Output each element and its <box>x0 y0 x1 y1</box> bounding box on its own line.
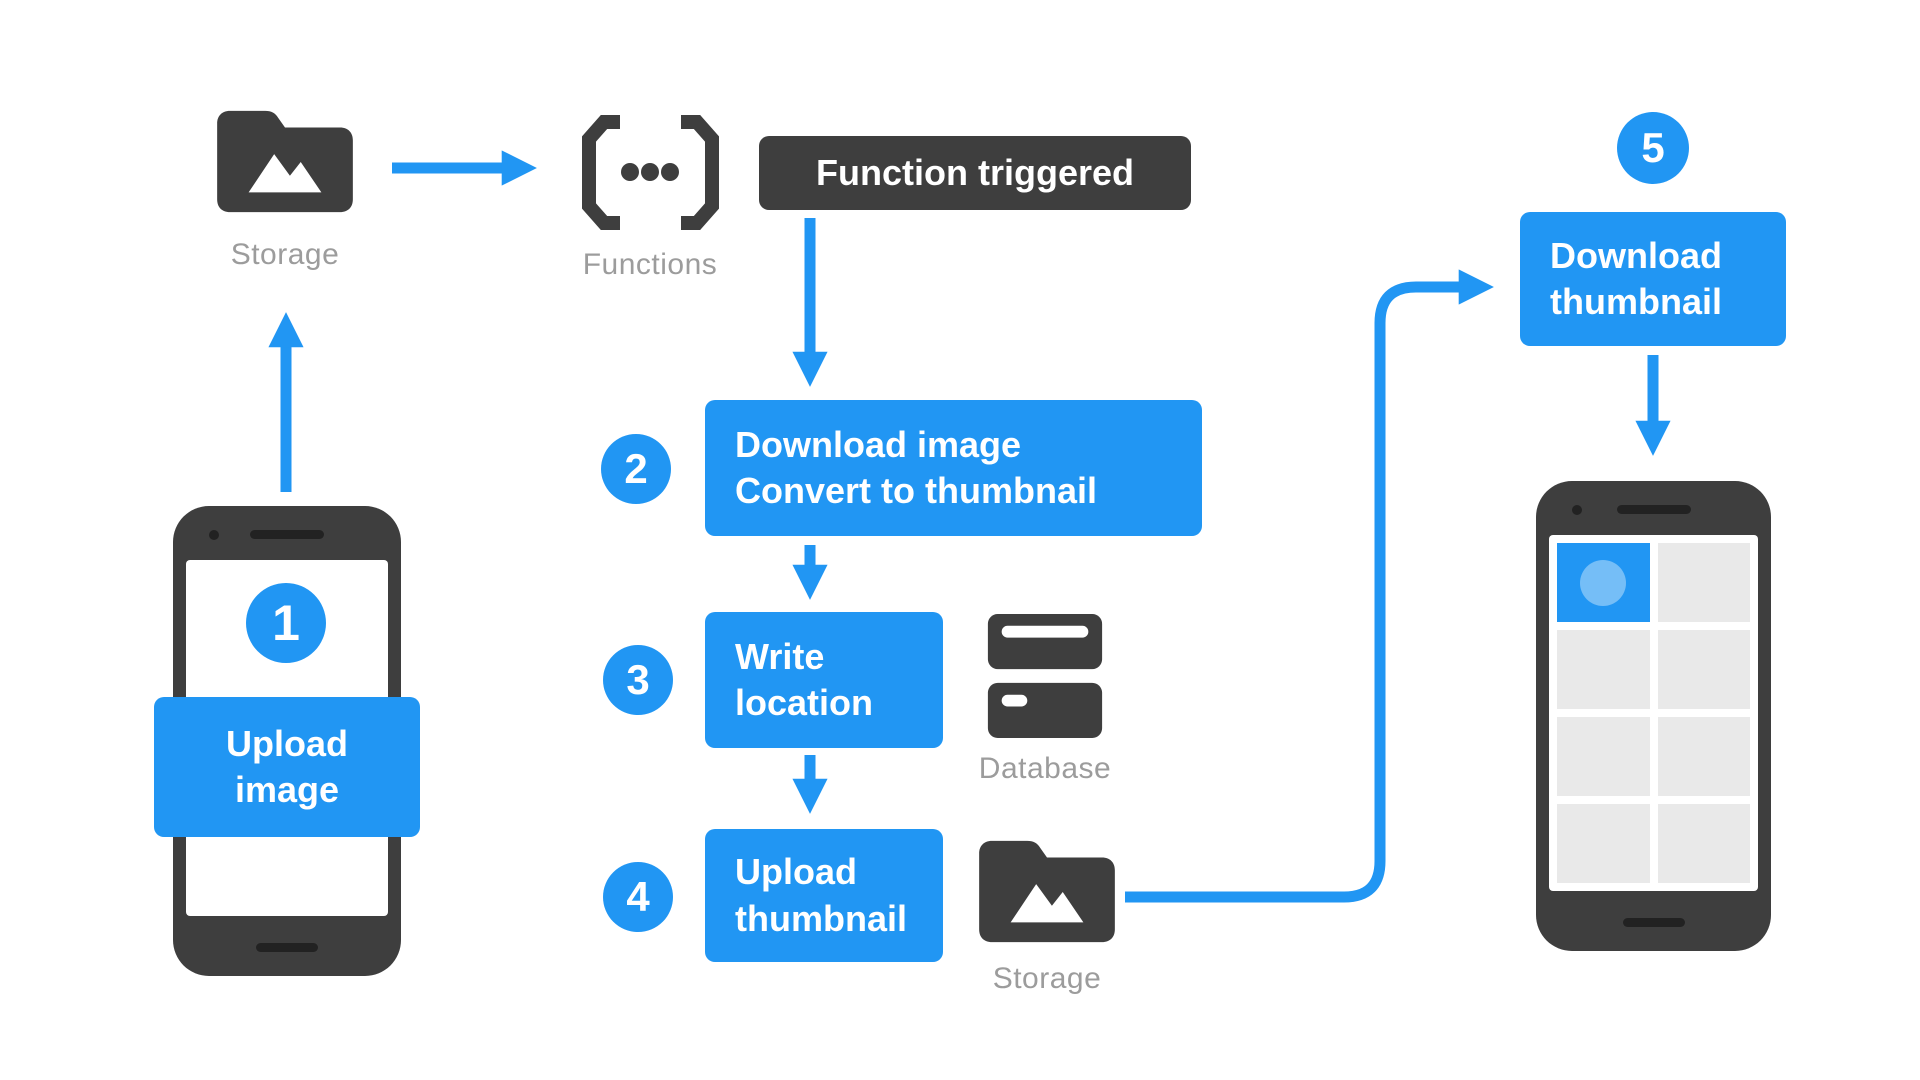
functions-label: Functions <box>582 248 718 281</box>
storage-folder-icon <box>210 100 360 218</box>
step-2-line-2: Convert to thumbnail <box>735 470 1097 511</box>
function-triggered-label: Function triggered <box>816 152 1134 193</box>
thumbnail-tile-selected <box>1557 543 1650 622</box>
step-1-line-1: Upload <box>226 722 348 764</box>
phone-home-button <box>256 943 318 952</box>
step-5-line-2: thumbnail <box>1550 281 1722 322</box>
phone-camera-icon <box>1572 505 1582 515</box>
storage-top-label: Storage <box>230 238 340 271</box>
photo-tile <box>1557 717 1650 796</box>
photo-tile <box>1657 717 1750 796</box>
step-3-box: Write location <box>705 612 943 748</box>
step-3-badge: 3 <box>603 645 673 715</box>
step-4-line-1: Upload <box>735 851 857 893</box>
photo-tile <box>1657 543 1750 622</box>
database-icon <box>985 612 1105 740</box>
step-1-badge: 1 <box>246 583 326 663</box>
arrow-storage-to-download <box>1125 269 1494 903</box>
storage-bottom-label: Storage <box>992 962 1102 995</box>
step-4-box: Upload thumbnail <box>705 829 943 962</box>
photo-tile <box>1557 630 1650 709</box>
step-2-line-1: Download image <box>735 423 1022 465</box>
step-3-line-2: location <box>735 682 874 723</box>
photo-grid <box>1557 543 1750 883</box>
photo-tile <box>1657 630 1750 709</box>
step-2-badge: 2 <box>601 434 671 504</box>
functions-icon <box>578 110 723 235</box>
step-5-line-1: Download <box>1550 234 1722 276</box>
photo-tile <box>1657 804 1750 883</box>
phone-gallery-screen <box>1549 535 1758 891</box>
step-4-badge: 4 <box>603 862 673 932</box>
phone-gallery <box>1536 481 1771 951</box>
storage-folder-icon-bottom <box>972 830 1122 948</box>
step-1-box: Upload image <box>154 697 420 837</box>
step-1-line-2: image <box>234 769 340 810</box>
phone-speaker-icon <box>1616 505 1691 514</box>
step-3-line-1: Write <box>735 635 825 677</box>
photo-tile <box>1557 804 1650 883</box>
step-2-box: Download image Convert to thumbnail <box>705 400 1202 536</box>
phone-camera-icon <box>209 530 219 540</box>
thumbnail-circle-icon <box>1580 559 1627 606</box>
step-5-box: Download thumbnail <box>1520 212 1786 346</box>
step-4-line-2: thumbnail <box>735 897 907 939</box>
phone-speaker-icon <box>250 530 324 539</box>
phone-home-button <box>1622 918 1685 927</box>
database-label: Database <box>978 752 1112 785</box>
step-5-badge: 5 <box>1617 112 1689 184</box>
function-triggered-box: Function triggered <box>759 136 1191 210</box>
